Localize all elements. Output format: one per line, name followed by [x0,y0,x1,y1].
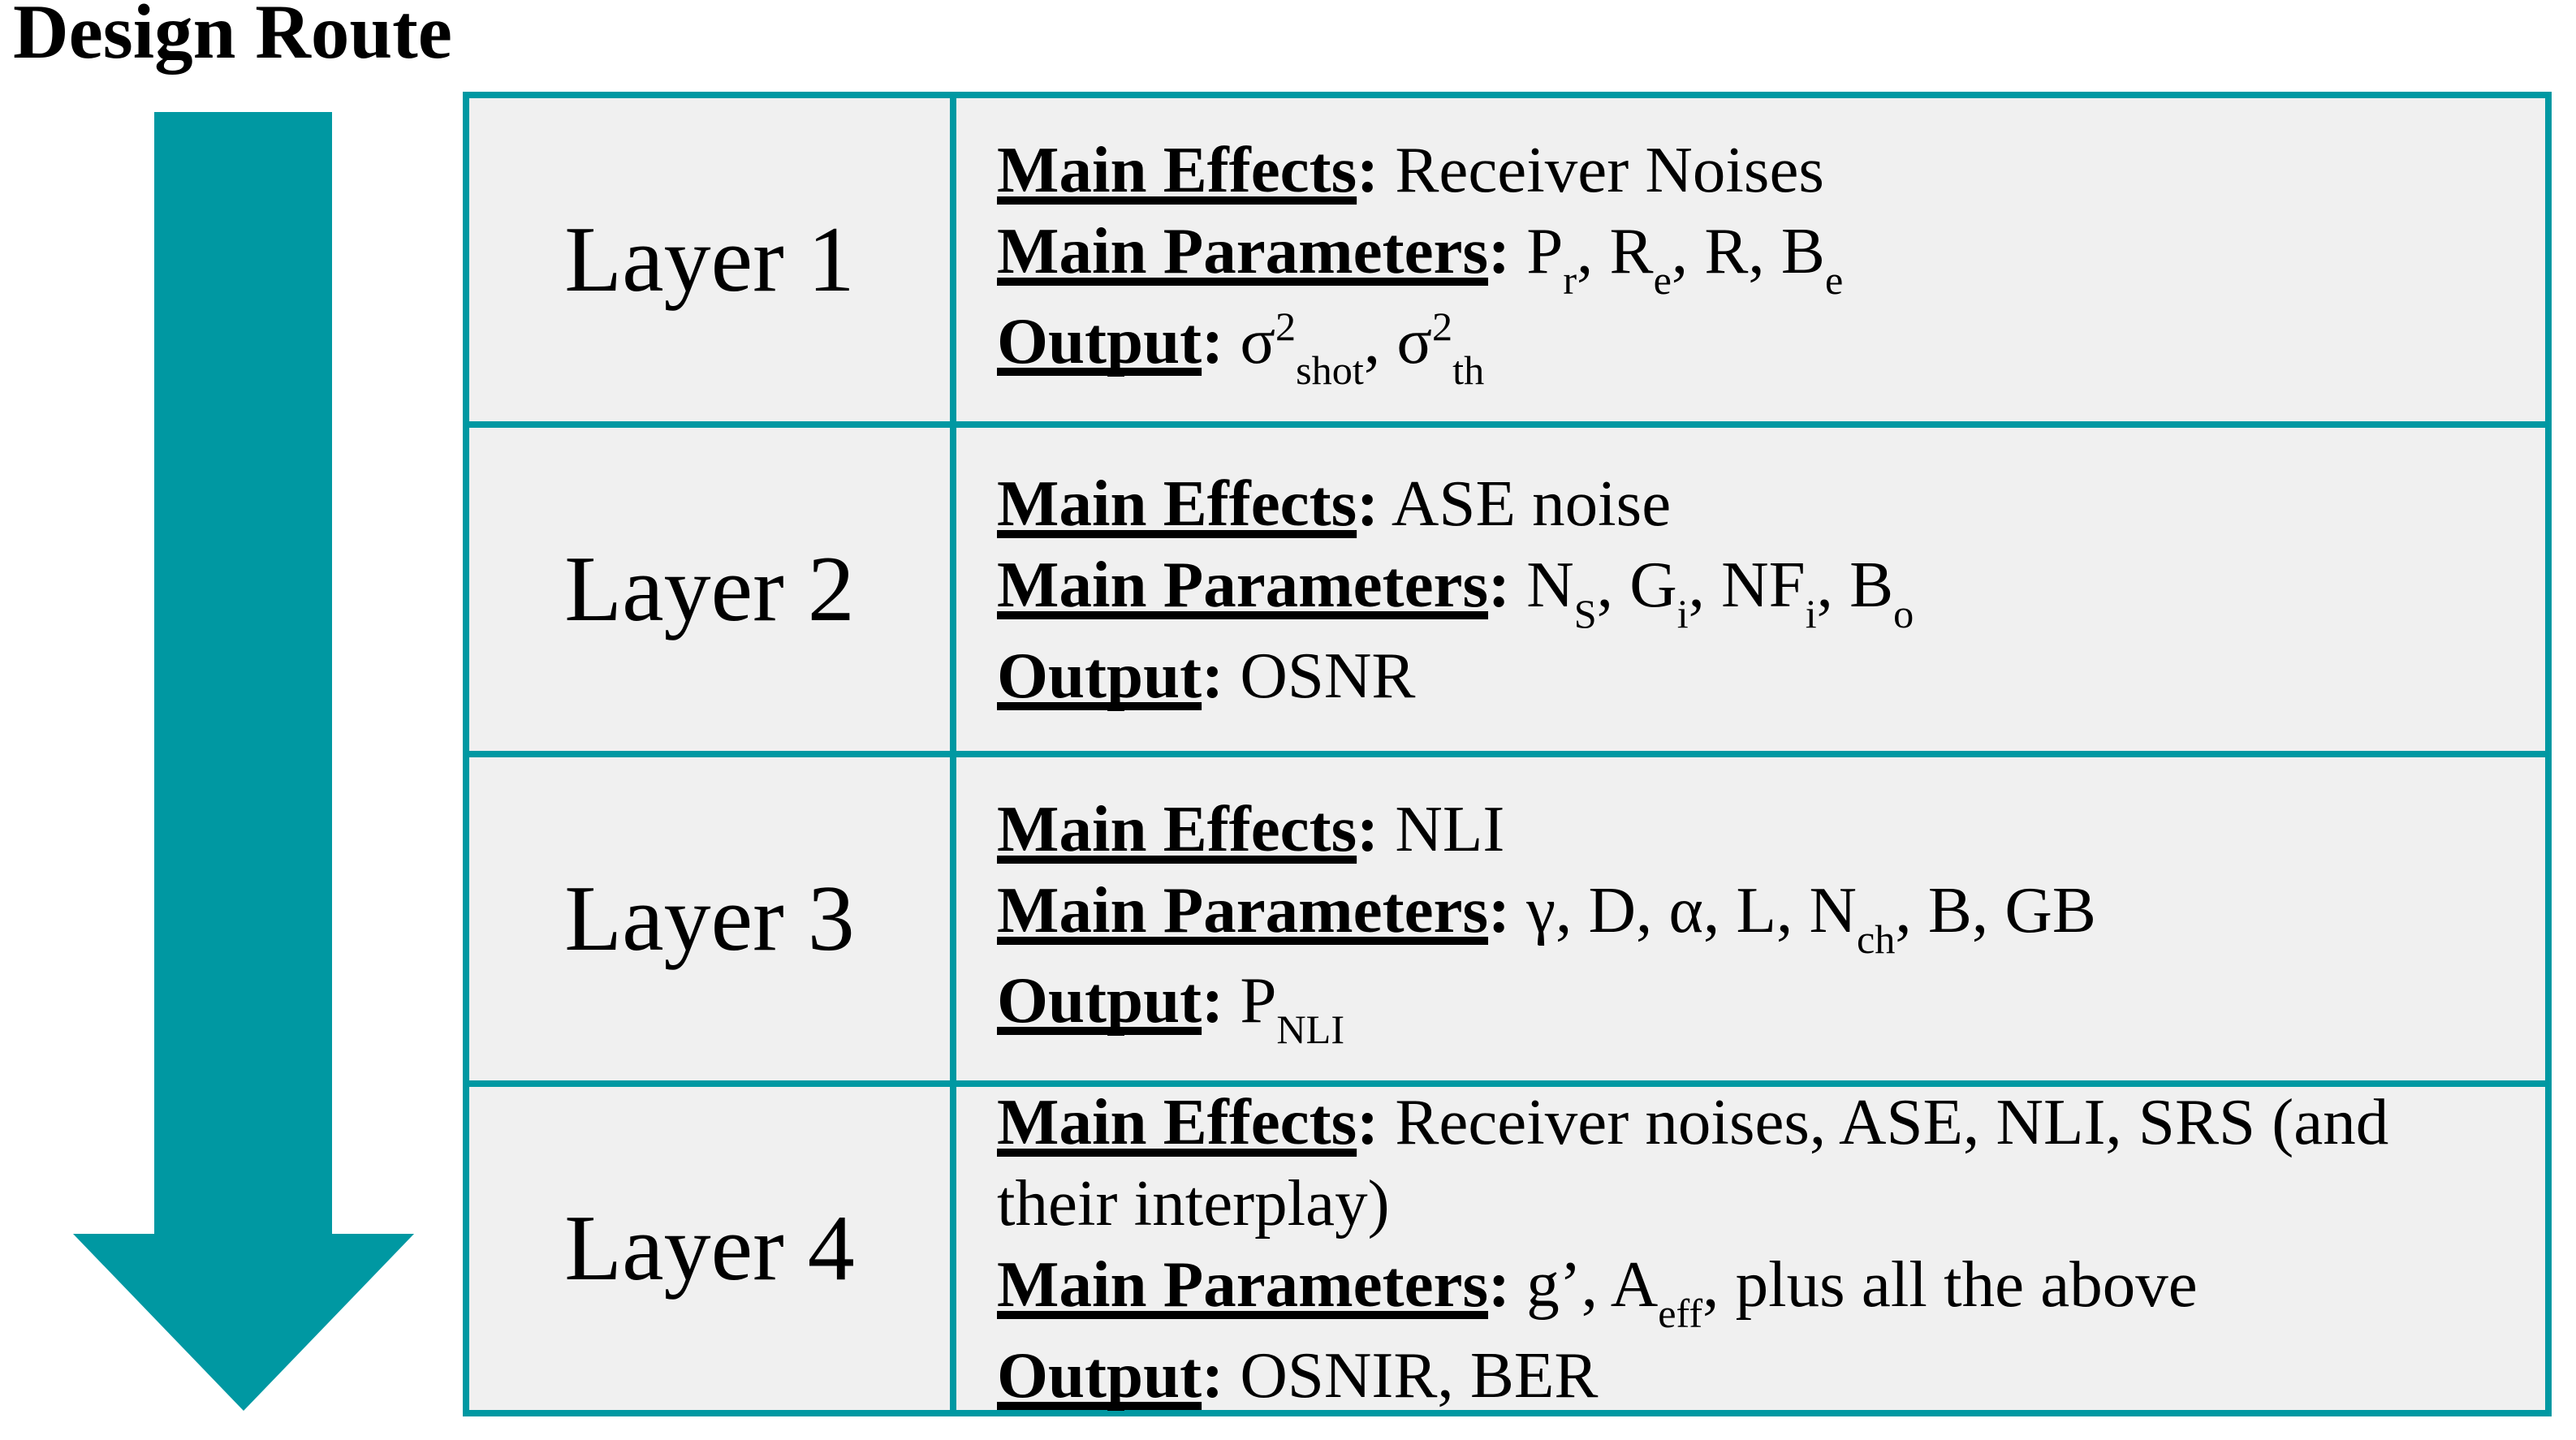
text-segment: OSNR [1240,638,1416,712]
text-segment: γ, D, α, L, N [1526,873,1857,946]
text-segment: ASE noise [1391,467,1672,541]
detail-line: Main Parameters: NS, Gi, NFi, Bo [997,544,2496,634]
detail-line: Main Effects: ASE noise [997,463,2496,544]
line-colon: : [1488,548,1510,622]
line-label: Main Effects [997,791,1357,865]
line-colon: : [1202,304,1224,377]
text-segment: Receiver Noises [1395,132,1824,206]
line-colon: : [1202,1338,1224,1412]
line-colon: : [1488,1248,1510,1321]
detail-line: Main Effects: NLI [997,788,2496,869]
line-label: Main Parameters [997,548,1489,622]
text-segment: , B, GB [1895,873,2096,946]
text-segment: , σ [1363,304,1433,377]
line-colon: : [1202,964,1224,1037]
superscript: 2 [1275,304,1297,349]
detail-line: Main Parameters: Pr, Re, R, Be [997,210,2496,300]
line-colon: : [1357,1085,1379,1159]
text-segment: , G [1596,548,1677,622]
subscript: shot [1296,347,1364,393]
line-colon: : [1488,873,1510,946]
subscript: th [1452,347,1485,393]
text-segment: NLI [1395,791,1505,865]
subscript: NLI [1276,1007,1345,1052]
line-colon: : [1202,638,1224,712]
line-label: Output [997,304,1202,377]
detail-line: Output: σ2shot, σ2th [997,300,2496,390]
line-colon: : [1488,213,1510,287]
line-colon: : [1357,132,1379,206]
text-segment: σ [1240,304,1276,377]
text-segment: , plus all the above [1702,1248,2198,1321]
layer-details-cell-4: Main Effects: Receiver noises, ASE, NLI,… [956,1085,2545,1412]
line-label: Main Effects [997,132,1357,206]
superscript: 2 [1432,304,1453,349]
subscript: e [1653,257,1672,303]
text-segment: P [1240,964,1277,1037]
text-segment: g’, A [1526,1248,1659,1321]
line-label: Main Effects [997,1085,1357,1159]
text-segment: N [1526,548,1574,622]
subscript: eff [1658,1291,1703,1337]
line-label: Output [997,964,1202,1037]
subscript: i [1805,591,1817,637]
line-label: Main Parameters [997,873,1489,946]
detail-line: Main Effects: Receiver noises, ASE, NLI,… [997,1081,2496,1244]
subscript: ch [1856,916,1896,962]
text-segment: P [1526,213,1564,287]
layer-cell-3: Layer 3 [469,757,950,1080]
line-label: Output [997,1338,1202,1412]
text-segment: OSNIR, BER [1240,1338,1599,1412]
text-segment: , NF [1688,548,1806,622]
line-label: Main Effects [997,467,1357,541]
subscript: e [1824,257,1844,303]
detail-line: Main Parameters: g’, Aeff, plus all the … [997,1244,2496,1334]
subscript: o [1893,591,1914,637]
text-segment: , R [1577,213,1654,287]
down-arrow-shape [73,112,414,1411]
text-segment: , R, B [1671,213,1825,287]
layer-cell-4: Layer 4 [469,1087,950,1410]
down-arrow-icon [73,112,414,1411]
subscript: S [1573,591,1597,637]
line-label: Main Parameters [997,1248,1489,1321]
text-segment: Receiver noises, ASE, NLI, SRS (and thei… [997,1085,2389,1240]
detail-line: Output: OSNR [997,635,2496,716]
detail-line: Main Parameters: γ, D, α, L, Nch, B, GB [997,869,2496,959]
layer-cell-1: Layer 1 [469,98,950,421]
page-title: Design Route [13,0,452,75]
subscript: r [1563,257,1577,303]
line-colon: : [1357,467,1379,541]
line-label: Main Parameters [997,213,1489,287]
line-colon: : [1357,791,1379,865]
detail-line: Main Effects: Receiver Noises [997,129,2496,210]
detail-line: Output: OSNIR, BER [997,1334,2496,1416]
line-label: Output [997,638,1202,712]
subscript: i [1676,591,1689,637]
layer-cell-2: Layer 2 [469,428,950,751]
detail-line: Output: PNLI [997,959,2496,1050]
text-segment: , B [1816,548,1894,622]
